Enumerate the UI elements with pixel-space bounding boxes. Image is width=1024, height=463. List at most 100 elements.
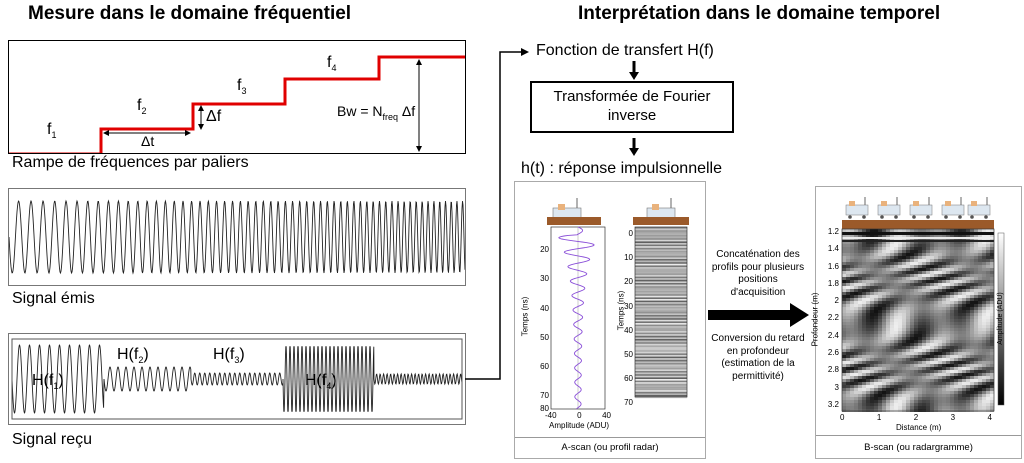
bscan-pixel: [950, 361, 954, 364]
bscan-pixel: [862, 259, 866, 262]
bscan-pixel: [846, 316, 850, 319]
bscan-pixel: [978, 262, 982, 265]
bscan-pixel: [978, 277, 982, 280]
bscan-pixel: [890, 268, 894, 271]
bscan-pixel: [886, 340, 890, 343]
bscan-pixel: [950, 256, 954, 259]
bscan-pixel: [950, 319, 954, 322]
bscan-pixel: [938, 382, 942, 385]
bscan-pixel: [962, 352, 966, 355]
bscan-pixel: [866, 361, 870, 364]
bscan-pixel: [902, 325, 906, 328]
bscan-pixel: [906, 403, 910, 406]
bscan-pixel: [882, 295, 886, 298]
bscan-pixel: [970, 388, 974, 391]
bscan-pixel: [974, 289, 978, 292]
bscan-pixel: [842, 241, 846, 244]
bscan-pixel: [870, 286, 874, 289]
bscan-pixel: [926, 355, 930, 358]
bscan-pixel: [922, 349, 926, 352]
bscan-pixel: [874, 259, 878, 262]
bscan-pixel: [842, 304, 846, 307]
bscan-pixel: [942, 274, 946, 277]
bscan-pixel: [874, 394, 878, 397]
bscan-pixel: [862, 391, 866, 394]
bscan-pixel: [990, 367, 994, 370]
bscan-pixel: [854, 385, 858, 388]
bscan-pixel: [978, 379, 982, 382]
bscan-pixel: [942, 400, 946, 403]
bscan-pixel: [874, 382, 878, 385]
profile-stripe: [635, 238, 687, 240]
bscan-pixel: [842, 349, 846, 352]
bscan-pixel: [898, 301, 902, 304]
bscan-pixel: [886, 376, 890, 379]
bscan-pixel: [902, 409, 906, 412]
bscan-pixel: [982, 403, 986, 406]
bscan-pixel: [914, 349, 918, 352]
bscan-pixel: [906, 391, 910, 394]
bscan-pixel: [954, 340, 958, 343]
bscan-pixel: [846, 286, 850, 289]
bscan-pixel: [858, 328, 862, 331]
bscan-pixel: [906, 385, 910, 388]
bscan-pixel: [978, 346, 982, 349]
bscan-pixel: [926, 277, 930, 280]
bscan-pixel: [922, 376, 926, 379]
bscan-pixel: [942, 403, 946, 406]
bscan-pixel: [854, 247, 858, 250]
bscan-pixel: [974, 379, 978, 382]
h-f4-label: H(f4): [305, 372, 337, 392]
bscan-pixel: [894, 349, 898, 352]
bscan-pixel: [982, 319, 986, 322]
bscan-pixel: [850, 337, 854, 340]
bscan-pixel: [858, 298, 862, 301]
bscan-pixel: [890, 277, 894, 280]
bscan-pixel: [970, 250, 974, 253]
bscan-pixel: [970, 286, 974, 289]
bscan-pixel: [910, 271, 914, 274]
bscan-pixel: [866, 262, 870, 265]
bscan-pixel: [846, 295, 850, 298]
bscan-pixel: [958, 283, 962, 286]
bscan-pixel: [934, 385, 938, 388]
bscan-pixel: [930, 397, 934, 400]
bscan-xtick: 0: [840, 413, 845, 422]
bscan-pixel: [886, 328, 890, 331]
bscan-pixel: [866, 343, 870, 346]
profile-stripe: [635, 375, 687, 378]
bscan-pixel: [910, 385, 914, 388]
bscan-pixel: [898, 229, 902, 232]
bscan-pixel: [922, 409, 926, 412]
ramp-label-f1: f1: [47, 121, 57, 141]
bscan-pixel: [870, 346, 874, 349]
profile-stripe: [635, 295, 687, 298]
inverse-fourier-line2: inverse: [607, 107, 657, 124]
bscan-pixel: [974, 337, 978, 340]
bscan-pixel: [950, 277, 954, 280]
bscan-pixel: [982, 277, 986, 280]
bscan-pixel: [982, 295, 986, 298]
bscan-pixel: [898, 397, 902, 400]
bscan-pixel: [882, 406, 886, 409]
bscan-pixel: [846, 307, 850, 310]
bscan-pixel: [894, 367, 898, 370]
bscan-pixel: [842, 358, 846, 361]
bscan-pixel: [902, 274, 906, 277]
bscan-pixel: [886, 280, 890, 283]
bscan-pixel: [950, 358, 954, 361]
bscan-pixel: [862, 367, 866, 370]
bscan-pixel: [986, 286, 990, 289]
bscan-pixel: [866, 403, 870, 406]
bscan-pixel: [942, 361, 946, 364]
bscan-pixel: [982, 385, 986, 388]
bscan-pixel: [926, 280, 930, 283]
bscan-pixel: [982, 283, 986, 286]
bscan-pixel: [886, 367, 890, 370]
bscan-pixel: [938, 253, 942, 256]
bscan-pixel: [990, 358, 994, 361]
bscan-pixel: [982, 367, 986, 370]
bscan-pixel: [966, 388, 970, 391]
bscan-pixel: [870, 379, 874, 382]
bscan-pixel: [986, 406, 990, 409]
